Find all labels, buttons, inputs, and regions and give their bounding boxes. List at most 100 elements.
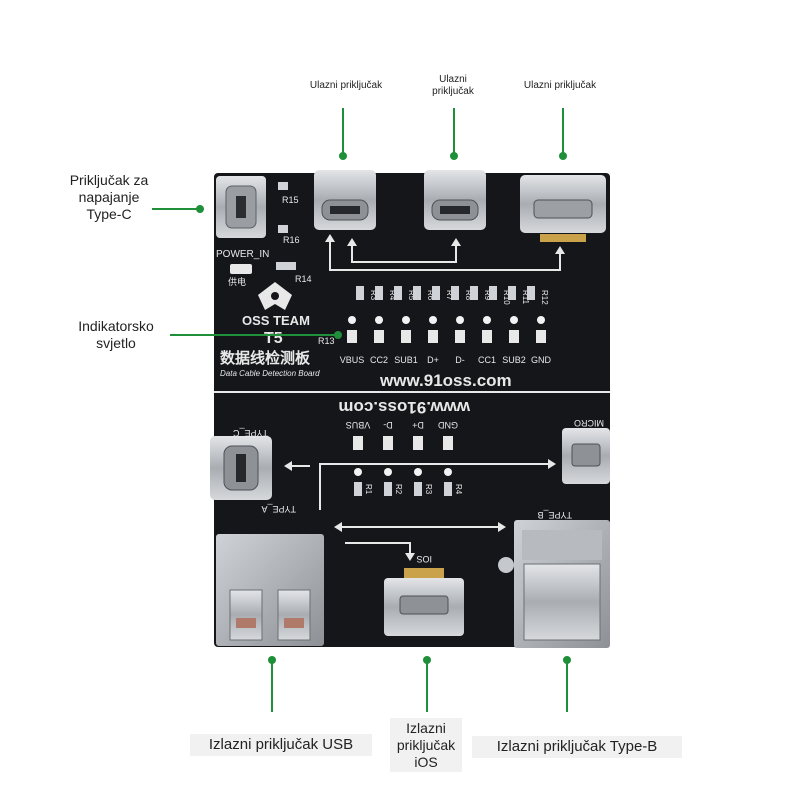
led-body [509, 330, 519, 343]
led-body [347, 330, 357, 343]
top-resistor-label: R9 [483, 290, 492, 301]
top-pin-label: VBUS [340, 355, 365, 365]
top-resistor [508, 286, 516, 300]
top-resistor [375, 286, 383, 300]
callout-dot-input-2 [450, 152, 458, 160]
callout-line-ios [426, 662, 428, 712]
title-cn: 数据线检测板 [220, 349, 311, 367]
callout-ios-text: Izlazni priključak iOS [396, 720, 456, 770]
model-label: T5 [264, 330, 283, 347]
url-flipped-label: www.91oss.com [338, 398, 471, 417]
indicator-led [384, 468, 392, 476]
url-label: www.91oss.com [379, 371, 512, 390]
callout-dot-input-3 [559, 152, 567, 160]
bottom-resistor-label: R2 [394, 484, 403, 495]
top-arrows [329, 238, 561, 271]
callout-dot-typeb [563, 656, 571, 664]
bottom-arrows [290, 463, 550, 555]
power-in-label: POWER_IN [216, 249, 269, 260]
top-resistor [432, 286, 440, 300]
indicator-led [354, 468, 362, 476]
top-resistor [489, 286, 497, 300]
led-body [455, 330, 465, 343]
top-pin-label: GND [531, 355, 552, 365]
bottom-resistor [444, 482, 452, 496]
bottom-pin-label: D- [383, 420, 393, 430]
top-resistor-label: R10 [502, 290, 511, 305]
top-resistor [413, 286, 421, 300]
indicator-led [456, 316, 464, 324]
led-body [428, 330, 438, 343]
callout-usb-text: Izlazni priključak USB [208, 736, 354, 753]
top-pin-label: CC1 [478, 355, 496, 365]
r16-label: R16 [283, 235, 300, 245]
led-body [401, 330, 411, 343]
led-body [383, 436, 393, 450]
top-pin-label: SUB1 [394, 355, 418, 365]
type-a-label: TYPE_A [261, 504, 296, 514]
typec-label: TYPE_C [232, 428, 268, 438]
callout-typeb: Izlazni priključak Type-B [472, 736, 682, 758]
top-resistor [356, 286, 364, 300]
callout-input-3: Ulazni priključak [510, 80, 610, 92]
led-body [374, 330, 384, 343]
callout-line-typeb [566, 662, 568, 712]
r14-label: R14 [295, 274, 312, 284]
callout-dot-indicator [334, 331, 342, 339]
r13-label: R13 [318, 336, 335, 346]
callout-input-2: Ulazni priključak [426, 74, 480, 98]
indicator-led [429, 316, 437, 324]
top-pin-label: CC2 [370, 355, 388, 365]
callout-input-2-text: Ulazni priključak [432, 74, 474, 97]
top-pin-label: D- [455, 355, 465, 365]
brand-label: OSS TEAM [242, 313, 310, 328]
top-resistor [527, 286, 535, 300]
input-typec-connector-1[interactable] [314, 170, 376, 230]
bottom-resistor [384, 482, 392, 496]
output-ios-connector[interactable] [384, 568, 464, 636]
led-body [413, 436, 423, 450]
callout-line-input-3 [562, 108, 564, 154]
led-body [353, 436, 363, 450]
r15-label: R15 [282, 195, 299, 205]
power-typec-connector[interactable] [216, 176, 266, 238]
bottom-pin-label: VBUS [346, 420, 371, 430]
indicator-led [414, 468, 422, 476]
bottom-resistor-label: R3 [424, 484, 433, 495]
top-resistor-label: R11 [521, 290, 530, 305]
led-body [482, 330, 492, 343]
output-type-b-connector[interactable] [514, 520, 610, 648]
callout-input-1-text: Ulazni priključak [309, 80, 383, 91]
indicator-led [375, 316, 383, 324]
callout-typeb-text: Izlazni priključak Type-B [496, 738, 658, 755]
callout-input-3-text: Ulazni priključak [523, 80, 597, 91]
callout-ios: Izlazni priključak iOS [390, 718, 462, 773]
indicator-led [537, 316, 545, 324]
subtitle-label: Data Cable Detection Board [220, 369, 320, 378]
bottom-pin-label: GND [438, 420, 459, 430]
indicator-led [348, 316, 356, 324]
power-cn-label: 供电 [228, 276, 246, 287]
callout-dot-power [196, 205, 204, 213]
top-resistor-label: R6 [426, 290, 435, 301]
indicator-led [510, 316, 518, 324]
top-resistor [394, 286, 402, 300]
output-typec-connector[interactable] [210, 436, 272, 500]
led-body [536, 330, 546, 343]
callout-indicator: Indikatorsko svjetlo [66, 318, 166, 352]
output-micro-connector[interactable] [562, 428, 610, 484]
indicator-led [444, 468, 452, 476]
callout-power: Priključak za napajanje Type-C [66, 172, 152, 222]
input-typec-connector-2[interactable] [424, 170, 486, 230]
top-resistor-label: R8 [464, 290, 473, 301]
input-lightning-connector[interactable] [520, 175, 606, 242]
indicator-led [483, 316, 491, 324]
bottom-resistor-label: R4 [454, 484, 463, 495]
bottom-resistor [414, 482, 422, 496]
output-usb-a-connector[interactable] [216, 534, 324, 646]
callout-dot-input-1 [339, 152, 347, 160]
top-resistor-label: R3 [369, 290, 378, 301]
